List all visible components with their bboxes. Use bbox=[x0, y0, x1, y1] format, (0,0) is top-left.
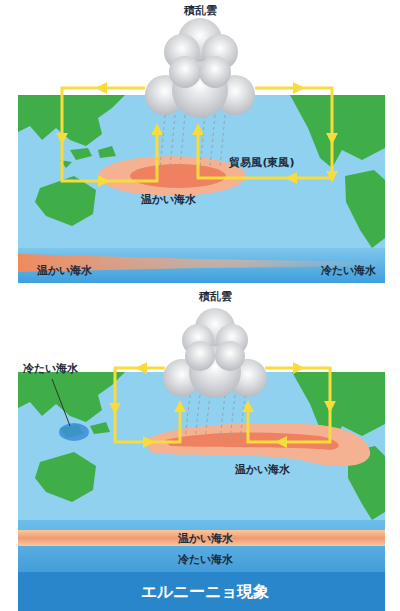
warm-water-label: 温かい海水 bbox=[235, 463, 290, 476]
wind-label: 貿易風(東風) bbox=[229, 156, 294, 169]
layer-label: 冷たい海水 bbox=[321, 264, 376, 277]
layer-label: 冷たい海水 bbox=[178, 553, 233, 566]
panel-title: エルニーニョ現象 bbox=[141, 582, 269, 601]
layer-label: 温かい海水 bbox=[37, 264, 92, 277]
cloud-label: 積乱雲 bbox=[184, 4, 217, 17]
warm-water-label: 温かい海水 bbox=[141, 193, 196, 206]
cloud-label: 積乱雲 bbox=[199, 290, 232, 303]
layer-label: 温かい海水 bbox=[178, 532, 233, 545]
callout-label: 冷たい海水 bbox=[23, 362, 78, 375]
